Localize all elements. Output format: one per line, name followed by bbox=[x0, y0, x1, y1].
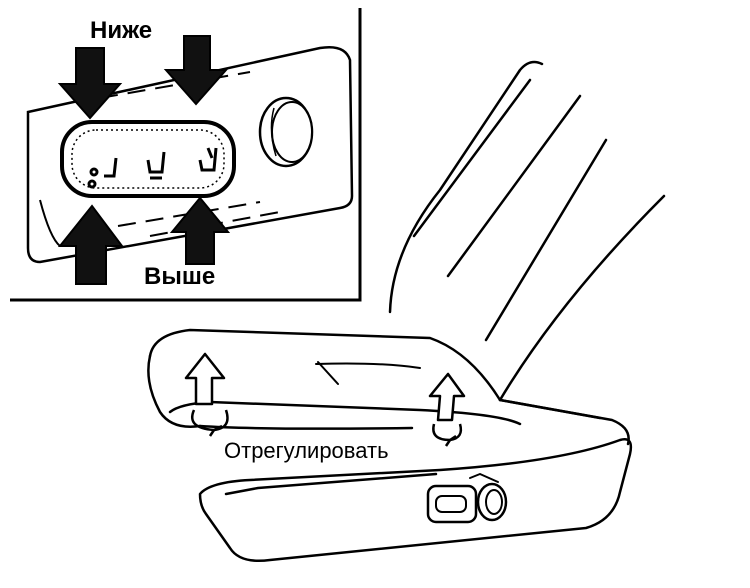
label-adjust: Отрегулировать bbox=[224, 438, 389, 463]
up-arrow-front-icon bbox=[57, 204, 124, 285]
knob-icon bbox=[258, 96, 314, 168]
seatback-edge-4 bbox=[498, 194, 666, 402]
seatback-edge-1 bbox=[412, 78, 532, 238]
seat-base-upper bbox=[224, 472, 438, 496]
seat-glyph-rear-icon bbox=[198, 147, 218, 172]
trim-panel-inner-edge bbox=[39, 199, 61, 247]
down-arrow-front-icon bbox=[57, 47, 123, 120]
adjust-label-backing bbox=[222, 434, 428, 464]
seat-base bbox=[198, 438, 633, 562]
label-lower: Ниже bbox=[90, 17, 152, 44]
seat-illustration bbox=[147, 60, 666, 562]
seat-switch bbox=[60, 120, 236, 198]
cushion-lower-edge bbox=[198, 424, 414, 430]
down-arrow-rear-icon bbox=[163, 35, 229, 106]
trim-panel-outline bbox=[26, 46, 354, 264]
label-higher: Выше bbox=[144, 263, 215, 290]
cushion-fold bbox=[315, 361, 421, 385]
seatback-edge-3 bbox=[484, 138, 608, 342]
seat-glyph-middle-icon bbox=[146, 151, 166, 180]
seatback-edge-2 bbox=[446, 94, 582, 278]
seat-glyph-front-icon bbox=[87, 157, 118, 189]
front-updown-arrow-icon bbox=[184, 352, 229, 437]
rear-updown-arrow-icon bbox=[428, 372, 466, 447]
cushion-front bbox=[147, 354, 202, 428]
inset-frame bbox=[10, 8, 362, 302]
up-arrow-rear-icon bbox=[169, 196, 231, 265]
seatback-outline bbox=[388, 60, 544, 314]
cushion-top bbox=[148, 328, 630, 446]
cushion-side-line bbox=[168, 400, 522, 426]
base-switch-icon bbox=[426, 473, 508, 524]
switch-inset: Ниже Выше bbox=[10, 8, 362, 302]
